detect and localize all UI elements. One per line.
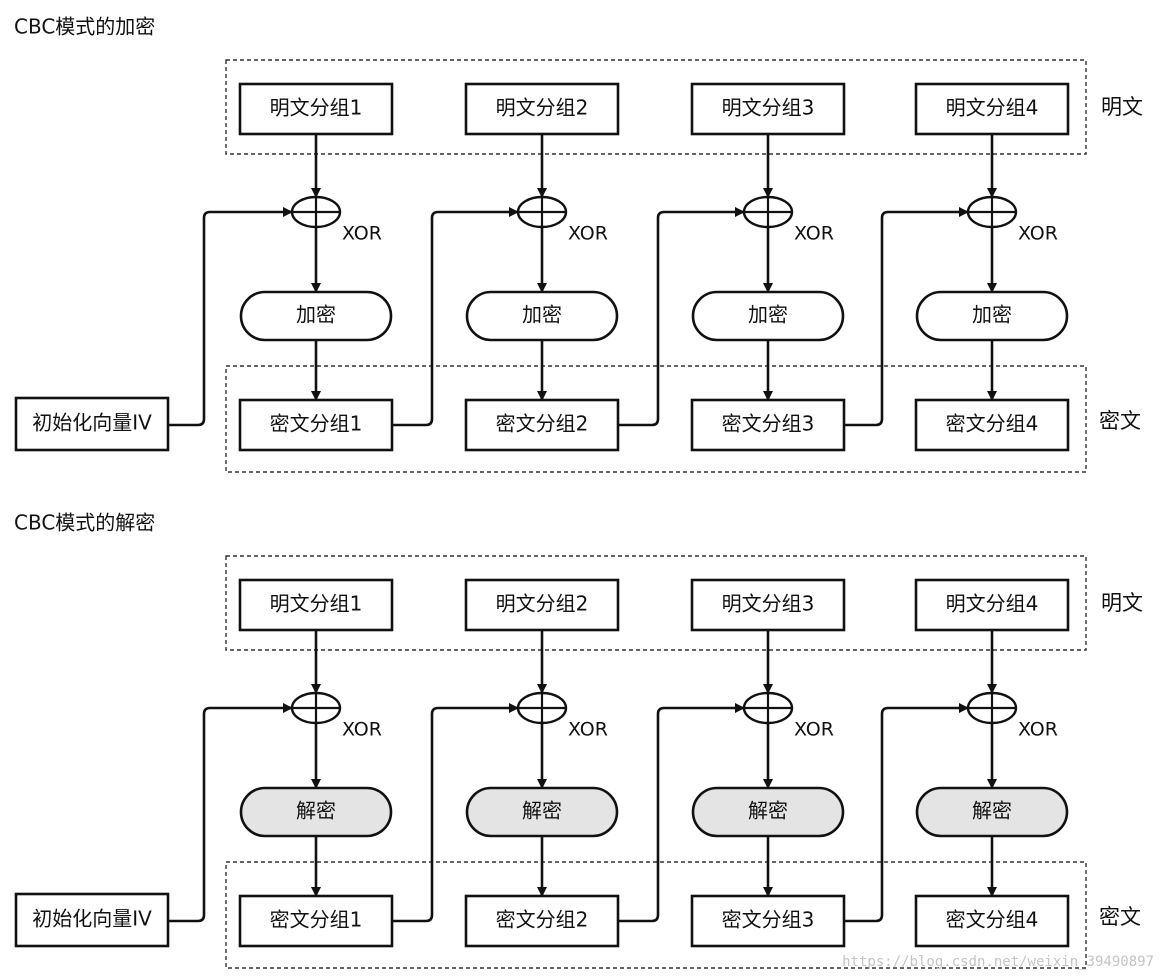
ciphertext-block	[914, 894, 1070, 948]
ciphertext-block	[238, 894, 394, 948]
iv-label: 初始化向量IV	[32, 907, 152, 931]
plaintext-block	[690, 82, 846, 136]
iv-box	[14, 892, 170, 948]
iv-chain-arrow	[168, 703, 293, 923]
plaintext-label: 明文	[1101, 95, 1143, 119]
ciphertext-block-label: 密文分组3	[722, 908, 815, 932]
ciphertext-chain-arrow	[618, 703, 745, 923]
cipher-operation-label: 加密	[972, 303, 1012, 327]
xor-label: XOR	[568, 223, 608, 245]
ciphertext-label: 密文	[1099, 409, 1141, 433]
ciphertext-block-label: 密文分组3	[722, 412, 815, 436]
ciphertext-chain-arrow	[392, 207, 519, 427]
section-decryption	[14, 555, 1087, 969]
cipher-operation-label: 解密	[296, 799, 336, 823]
iv-label: 初始化向量IV	[32, 411, 152, 435]
watermark-text: https://blog.csdn.net/weixin_39490897	[842, 954, 1154, 970]
plaintext-region	[225, 59, 1087, 155]
ciphertext-region	[225, 365, 1087, 473]
ciphertext-block	[238, 398, 394, 452]
section-title: CBC模式的解密	[14, 511, 155, 535]
ciphertext-block-label: 密文分组4	[946, 412, 1039, 436]
plaintext-block-label: 明文分组2	[496, 592, 589, 616]
ciphertext-chain-arrow	[844, 703, 969, 923]
plaintext-block-label: 明文分组4	[946, 96, 1039, 120]
xor-label: XOR	[794, 223, 834, 245]
ciphertext-block-label: 密文分组1	[270, 412, 363, 436]
ciphertext-chain-arrow	[392, 703, 519, 923]
ciphertext-block-label: 密文分组2	[496, 908, 589, 932]
plaintext-block-label: 明文分组1	[270, 96, 363, 120]
plaintext-block-label: 明文分组3	[722, 96, 815, 120]
xor-label: XOR	[1018, 223, 1058, 245]
plaintext-block-label: 明文分组4	[946, 592, 1039, 616]
cipher-operation-label: 解密	[522, 799, 562, 823]
xor-label: XOR	[794, 719, 834, 741]
ciphertext-block	[914, 398, 1070, 452]
iv-chain-arrow	[168, 207, 293, 427]
section-title: CBC模式的加密	[14, 15, 155, 39]
ciphertext-block-label: 密文分组1	[270, 908, 363, 932]
ciphertext-block	[690, 398, 846, 452]
plaintext-block-label: 明文分组1	[270, 592, 363, 616]
plaintext-block	[238, 82, 394, 136]
ciphertext-block-label: 密文分组2	[496, 412, 589, 436]
cipher-operation-label: 加密	[748, 303, 788, 327]
ciphertext-chain-arrow	[844, 207, 969, 427]
plaintext-region	[225, 555, 1087, 651]
plaintext-block-label: 明文分组3	[722, 592, 815, 616]
ciphertext-region	[225, 861, 1087, 969]
ciphertext-block-label: 密文分组4	[946, 908, 1039, 932]
ciphertext-label: 密文	[1099, 905, 1141, 929]
plaintext-block	[238, 578, 394, 632]
plaintext-block	[914, 82, 1070, 136]
xor-label: XOR	[568, 719, 608, 741]
xor-label: XOR	[342, 719, 382, 741]
plaintext-block-label: 明文分组2	[496, 96, 589, 120]
xor-label: XOR	[1018, 719, 1058, 741]
xor-label: XOR	[342, 223, 382, 245]
cipher-operation-label: 加密	[296, 303, 336, 327]
cipher-operation-label: 解密	[748, 799, 788, 823]
plaintext-label: 明文	[1101, 591, 1143, 615]
section-encryption	[14, 59, 1087, 473]
plaintext-block	[690, 578, 846, 632]
ciphertext-block	[690, 894, 846, 948]
cipher-operation-label: 解密	[972, 799, 1012, 823]
cipher-operation-label: 加密	[522, 303, 562, 327]
ciphertext-chain-arrow	[618, 207, 745, 427]
